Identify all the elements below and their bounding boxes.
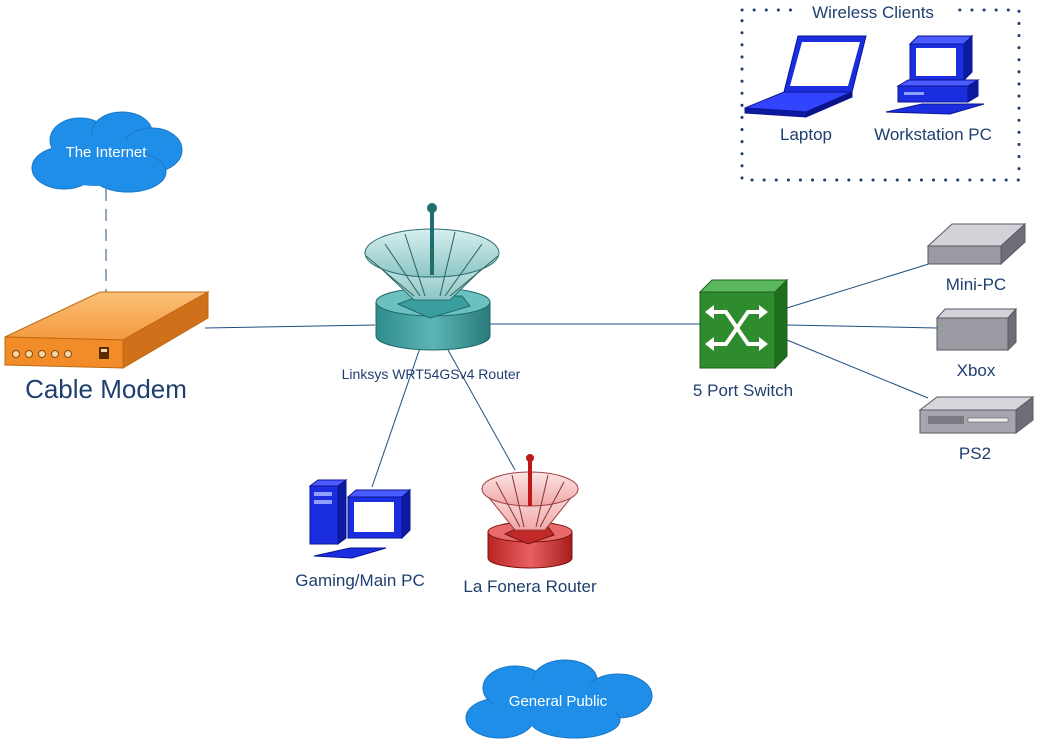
xbox-label: Xbox — [957, 361, 996, 380]
gaming-pc-label: Gaming/Main PC — [295, 571, 424, 590]
main-router-label: Linksys WRT54GSv4 Router — [342, 366, 521, 382]
gaming-pc: Gaming/Main PC — [295, 479, 425, 590]
workstation-icon — [885, 34, 985, 115]
main-router: Linksys WRT54GSv4 Router — [342, 203, 521, 382]
mini-pc-label: Mini-PC — [946, 275, 1006, 294]
laptop-icon — [744, 35, 867, 118]
wireless-group-border — [740, 8, 1021, 182]
wireless-clients-group: Wireless Clients Laptop — [740, 1, 1021, 182]
ps2: PS2 — [918, 395, 1035, 463]
wireless-group-title: Wireless Clients — [812, 3, 934, 22]
router-dish-icon — [480, 454, 580, 569]
xbox: Xbox — [935, 307, 1018, 380]
internet-label: The Internet — [66, 144, 148, 161]
modem-icon — [4, 291, 210, 369]
router-dish-icon — [363, 203, 500, 351]
desktop-pc-icon — [308, 479, 412, 559]
connections — [105, 189, 938, 488]
switch-icon — [698, 278, 789, 370]
mini-pc: Mini-PC — [926, 222, 1027, 294]
cloud-icon — [465, 659, 653, 739]
link-router-fonera — [447, 349, 516, 471]
cable-modem-label: Cable Modem — [25, 374, 187, 404]
internet-cloud: The Internet — [31, 111, 183, 193]
cloud-icon — [31, 111, 183, 193]
cable-modem: Cable Modem — [4, 291, 210, 404]
ps2-label: PS2 — [959, 444, 991, 463]
laptop: Laptop — [744, 35, 867, 144]
fonera-router-label: La Fonera Router — [463, 577, 597, 596]
public-label: General Public — [509, 693, 608, 710]
link-switch-xbox — [786, 324, 938, 329]
link-switch-ps2 — [786, 339, 929, 399]
switch: 5 Port Switch — [693, 278, 793, 400]
switch-label: 5 Port Switch — [693, 381, 793, 400]
laptop-label: Laptop — [780, 125, 832, 144]
workstation-pc: Workstation PC — [874, 34, 992, 144]
link-router-gaming-pc — [371, 347, 421, 488]
mini-pc-icon — [926, 222, 1027, 266]
link-switch-mini-pc — [786, 261, 936, 309]
workstation-label: Workstation PC — [874, 125, 992, 144]
link-modem-router — [204, 324, 376, 329]
fonera-router: La Fonera Router — [463, 454, 597, 596]
xbox-icon — [935, 307, 1018, 352]
ps2-icon — [918, 395, 1035, 435]
general-public-cloud: General Public — [465, 659, 653, 739]
